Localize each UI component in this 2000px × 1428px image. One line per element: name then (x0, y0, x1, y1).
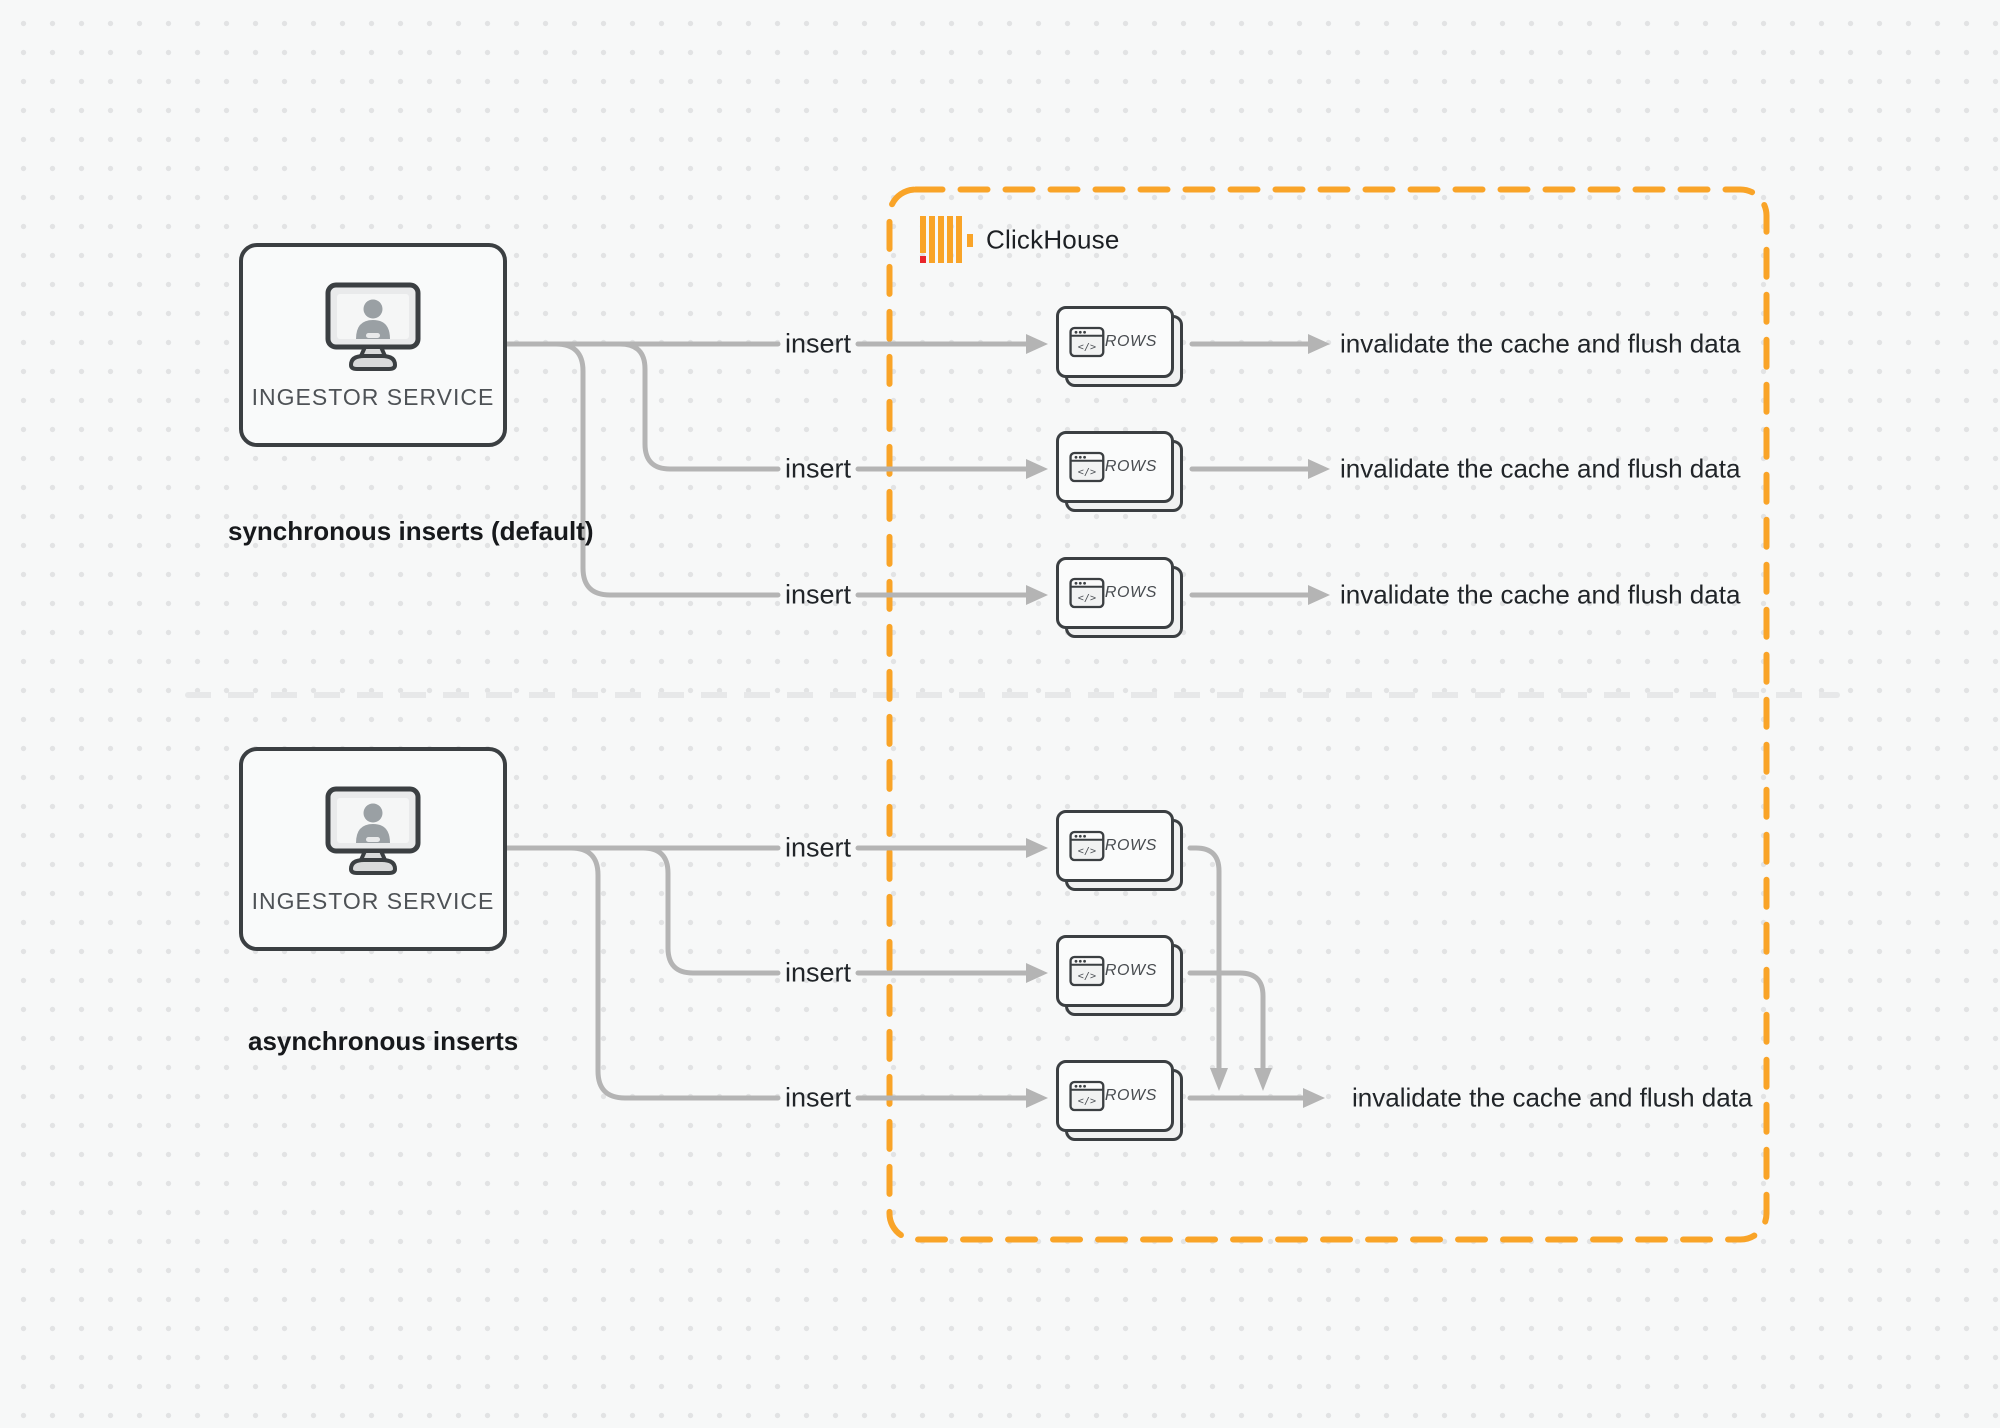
code-window-icon: </> (1069, 326, 1105, 358)
connector-paths (504, 341, 1311, 1101)
ingestor-service-box-sync: INGESTOR SERVICE (239, 243, 507, 447)
ingestor-service-box-async: INGESTOR SERVICE (239, 747, 507, 951)
svg-text:</>: </> (1078, 971, 1096, 982)
monitor-user-icon (325, 282, 421, 371)
rows-node-sync-3: </> ROWS (1056, 557, 1188, 643)
code-window-icon: </> (1069, 577, 1105, 609)
sync-caption: synchronous inserts (default) (228, 516, 594, 546)
rows-node-label: ROWS (1104, 333, 1157, 350)
rows-node-label: ROWS (1104, 584, 1157, 601)
rows-node-label: ROWS (1104, 1087, 1157, 1104)
code-window-icon: </> (1069, 451, 1105, 483)
ingestor-service-label-sync: INGESTOR SERVICE (251, 383, 495, 410)
rows-node-sync-1: </> ROWS (1056, 306, 1188, 392)
rows-node-label: ROWS (1104, 962, 1157, 979)
clickhouse-logo-icon (920, 216, 973, 263)
insert-label-async-2: insert (784, 957, 852, 988)
rows-node-sync-2: </> ROWS (1056, 431, 1188, 517)
svg-text:</>: </> (1078, 342, 1096, 353)
rows-node-label: ROWS (1104, 458, 1157, 475)
code-window-icon: </> (1069, 1080, 1105, 1112)
code-window-icon: </> (1069, 955, 1105, 987)
async-caption: asynchronous inserts (248, 1026, 519, 1056)
outcome-text-sync-2: invalidate the cache and flush data (1340, 453, 1741, 484)
svg-text:</>: </> (1078, 467, 1096, 478)
ingestor-service-label-async: INGESTOR SERVICE (251, 887, 495, 914)
rows-node-async-2: </> ROWS (1056, 935, 1188, 1021)
outcome-text-sync-1: invalidate the cache and flush data (1340, 328, 1741, 359)
rows-node-async-1: </> ROWS (1056, 810, 1188, 896)
arrowheads (1026, 334, 1330, 1108)
insert-label-async-1: insert (784, 832, 852, 863)
insert-label-async-3: insert (784, 1082, 852, 1113)
insert-label-sync-2: insert (784, 453, 852, 484)
svg-text:</>: </> (1078, 846, 1096, 857)
rows-node-label: ROWS (1104, 837, 1157, 854)
monitor-user-icon (325, 786, 421, 875)
clickhouse-boundary (886, 186, 1770, 1243)
clickhouse-brand-label: ClickHouse (986, 224, 1120, 255)
outcome-text-sync-3: invalidate the cache and flush data (1340, 579, 1741, 610)
svg-text:</>: </> (1078, 1096, 1096, 1107)
outcome-text-async: invalidate the cache and flush data (1352, 1082, 1753, 1113)
svg-text:</>: </> (1078, 593, 1096, 604)
code-window-icon: </> (1069, 830, 1105, 862)
insert-label-sync-3: insert (784, 579, 852, 610)
insert-label-sync-1: insert (784, 328, 852, 359)
section-divider (185, 692, 1840, 698)
rows-node-async-3: </> ROWS (1056, 1060, 1188, 1146)
